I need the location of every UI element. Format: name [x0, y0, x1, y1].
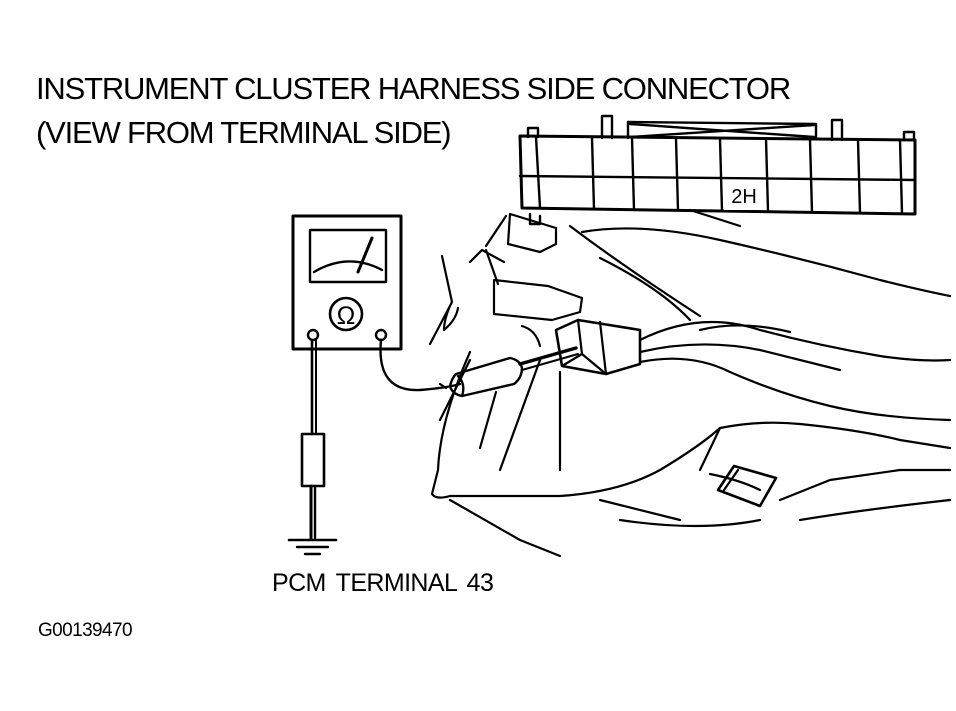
dashboard-harness-sketch	[428, 208, 952, 558]
diagram-title-line1: INSTRUMENT CLUSTER HARNESS SIDE CONNECTO…	[36, 71, 791, 106]
ohmmeter: Ω	[291, 214, 403, 351]
connector-cell-label: 2H	[731, 186, 757, 208]
harness-connector: 2H	[518, 114, 917, 226]
figure-id: G00139470	[38, 620, 133, 641]
ohm-symbol: Ω	[337, 302, 356, 330]
ground-lead	[287, 338, 338, 556]
diagram-title-line2: (VIEW FROM TERMINAL SIDE)	[36, 115, 452, 150]
ohmmeter-icon	[328, 296, 364, 332]
probe-lead	[379, 338, 579, 398]
resistor-icon	[300, 432, 326, 488]
pcm-terminal-label: PCM TERMINAL 43	[272, 569, 494, 597]
